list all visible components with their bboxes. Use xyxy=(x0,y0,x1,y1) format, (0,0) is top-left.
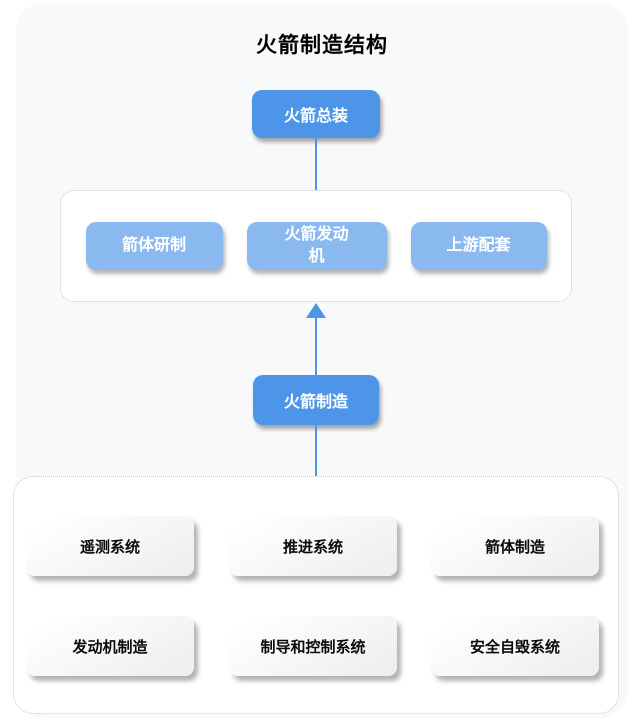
node-rocket-engine[interactable]: 火箭发动机 xyxy=(246,222,387,270)
node-guidance-control-system[interactable]: 制导和控制系统 xyxy=(229,616,397,676)
node-telemetry-system-label: 遥测系统 xyxy=(79,538,140,556)
node-self-destruct-system-label: 安全自毁系统 xyxy=(469,638,560,656)
connector-manufacturing-systems xyxy=(315,425,317,477)
node-body-manufacturing[interactable]: 箭体制造 xyxy=(431,516,599,576)
arrow-up-icon xyxy=(306,303,326,318)
connector-assembly-development xyxy=(315,138,317,191)
diagram-title: 火箭制造结构 xyxy=(256,34,388,57)
node-rocket-assembly[interactable]: 火箭总装 xyxy=(252,90,380,138)
node-guidance-control-system-label: 制导和控制系统 xyxy=(260,638,366,656)
node-telemetry-system[interactable]: 遥测系统 xyxy=(26,516,194,576)
node-body-manufacturing-label: 箭体制造 xyxy=(484,538,545,556)
systems-group-container: 遥测系统 推进系统 箭体制造 发动机制造 制导和控制系统 安全自毁系统 xyxy=(13,476,619,714)
node-propulsion-system-label: 推进系统 xyxy=(282,538,343,556)
node-propulsion-system[interactable]: 推进系统 xyxy=(229,516,397,576)
development-group-container: 箭体研制 火箭发动机 上游配套 xyxy=(60,190,572,302)
node-engine-manufacturing-label: 发动机制造 xyxy=(72,638,148,656)
node-body-development-label: 箭体研制 xyxy=(121,237,186,255)
node-upstream-support-label: 上游配套 xyxy=(446,237,511,255)
node-rocket-engine-label: 火箭发动机 xyxy=(284,226,349,265)
node-rocket-assembly-label: 火箭总装 xyxy=(283,108,348,125)
node-rocket-manufacturing-label: 火箭制造 xyxy=(283,394,348,411)
connector-manufacturing-development xyxy=(315,315,317,375)
node-rocket-manufacturing[interactable]: 火箭制造 xyxy=(253,375,379,425)
node-self-destruct-system[interactable]: 安全自毁系统 xyxy=(431,616,599,676)
node-engine-manufacturing[interactable]: 发动机制造 xyxy=(26,616,194,676)
diagram-canvas: 火箭制造结构 火箭总装 箭体研制 火箭发动机 上游配套 火箭制造 xyxy=(13,3,628,718)
node-upstream-support[interactable]: 上游配套 xyxy=(410,222,547,270)
node-body-development[interactable]: 箭体研制 xyxy=(85,222,223,270)
